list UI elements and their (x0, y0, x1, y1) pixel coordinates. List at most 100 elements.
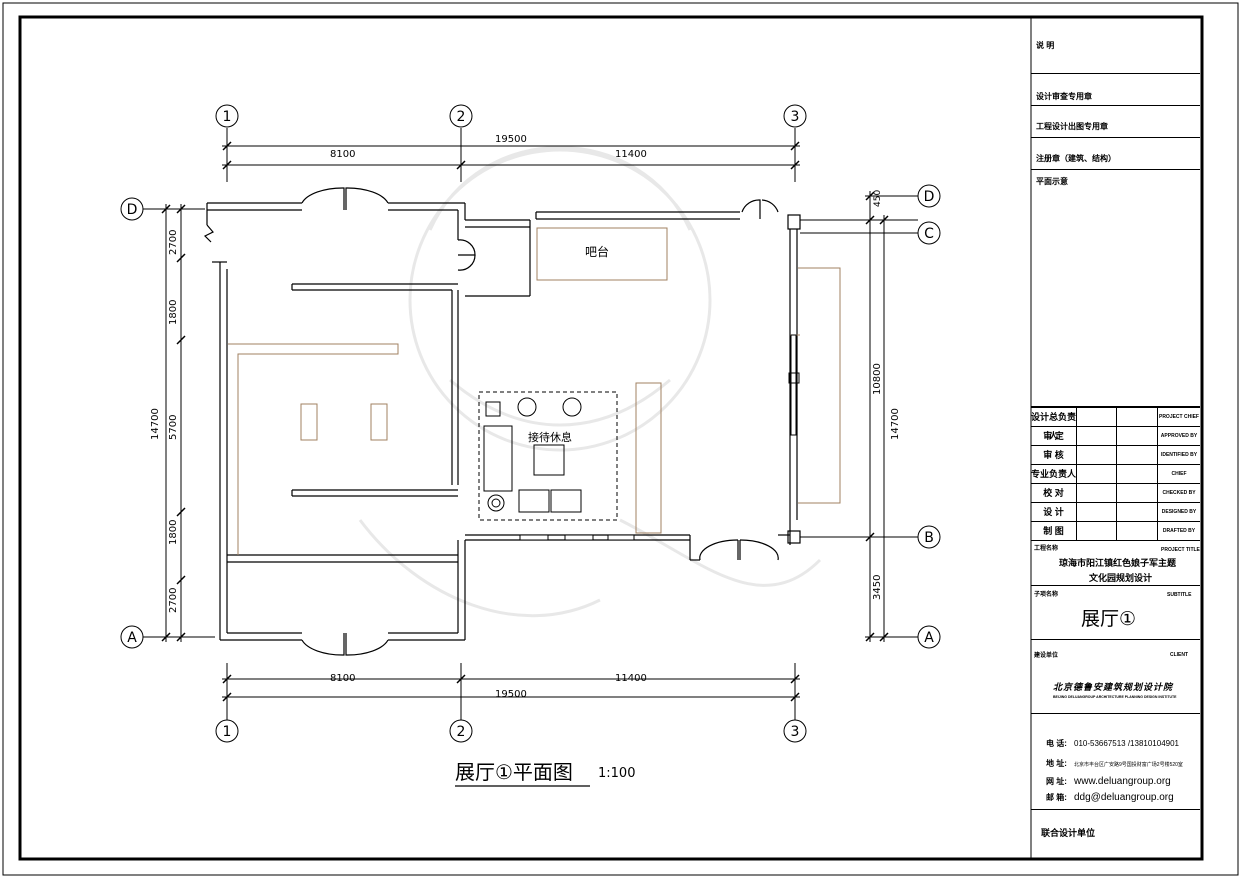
dim-bottom-seg1: 8100 (330, 673, 355, 684)
signoff-role-en: DESIGNED BY (1161, 509, 1197, 515)
east-display-panel (788, 334, 800, 436)
signoff-role: 专业负责人 (1031, 465, 1077, 484)
signoff-row: 设 计 DESIGNED BY (1031, 503, 1200, 522)
grid-row-right-C: C (924, 226, 934, 242)
dim-left-seg1: 2700 (168, 230, 179, 255)
signoff-signature-cell (1117, 408, 1158, 427)
dim-bottom-seg2: 11400 (615, 673, 647, 684)
dim-right-total: 14700 (890, 408, 901, 440)
project-label-en: PROJECT TITLE (1161, 547, 1200, 553)
dim-top-seg1: 8100 (330, 149, 355, 160)
contact-address: 地 址:北京市丰台区广安路9号国投财富广场2号楼520室 (1046, 759, 1183, 768)
signoff-role: 审 定 (1031, 427, 1077, 446)
dim-tick (456, 160, 466, 170)
dim-tick (222, 160, 232, 170)
signoff-role-en: DRAFTED BY (1162, 528, 1196, 534)
signoff-role: 设 计 (1031, 503, 1077, 522)
signoff-signature-cell (1117, 446, 1158, 465)
project-name-line1: 琼海市阳江镇红色娘子军主题 (1059, 558, 1177, 568)
signoff-row: 专业负责人 CHIEF (1031, 465, 1200, 484)
dim-tick (222, 692, 232, 702)
grid-col-bottom-1: 1 (223, 724, 232, 740)
dim-right-top: 450 (873, 190, 883, 207)
dimension-lines (161, 141, 889, 702)
dim-tick (176, 335, 186, 345)
signoff-row: 设计总负责人 PROJECT CHIEF (1031, 408, 1200, 441)
signoff-role: 审 核 (1031, 446, 1077, 465)
signoff-role-en: CHIEF (1171, 471, 1187, 477)
signoff-signature-cell (1117, 427, 1158, 446)
grid-col-bottom-3: 3 (791, 724, 800, 740)
grid-col-top-3: 3 (791, 109, 800, 125)
signoff-name-cell (1077, 484, 1117, 503)
dim-left-seg2: 1800 (168, 300, 179, 325)
tb-review-seal: 设计审查专用章 (1031, 74, 1200, 106)
contact-phone: 电 话:010-53667513 /13810104901 (1046, 739, 1179, 748)
dim-tick (790, 141, 800, 151)
grid-axes (120, 104, 941, 743)
tb-project: 工程名称 PROJECT TITLE 琼海市阳江镇红色娘子军主题 文化园规划设计 (1031, 540, 1200, 586)
signoff-role-en: CHECKED BY (1162, 490, 1196, 496)
dim-tick (790, 160, 800, 170)
signoff-name-cell (1077, 522, 1117, 541)
grid-row-left-A: A (127, 630, 137, 646)
dim-tick (865, 632, 875, 642)
signoff-role-en: PROJECT CHIEF (1158, 414, 1199, 420)
subtitle-label-en: SUBTITLE (1167, 592, 1192, 598)
dim-tick (222, 141, 232, 151)
signoff-name-cell (1077, 427, 1117, 446)
windows (519, 534, 635, 541)
signoff-signature-cell (1117, 503, 1158, 522)
grid-col-bottom-2: 2 (457, 724, 466, 740)
dim-left-seg3: 5700 (168, 415, 179, 440)
signoff-row: 审 核 IDENTIFIED BY (1031, 446, 1200, 465)
signoff-name-cell (1077, 465, 1117, 484)
dim-left-seg5: 2700 (168, 588, 179, 613)
dim-tick (161, 204, 171, 214)
grid-row-right-B: B (924, 530, 934, 546)
dim-tick (865, 215, 875, 225)
signoff-signature-cell (1117, 465, 1158, 484)
tb-out-seal: 工程设计出图专用章 (1031, 106, 1200, 138)
client-label: 建设单位 (1034, 653, 1059, 659)
drawing-scale: 1:100 (598, 766, 635, 781)
dim-tick (865, 532, 875, 542)
signoff-name-cell (1077, 446, 1117, 465)
signoff-row: 校 对 CHECKED BY (1031, 484, 1200, 503)
dim-tick (456, 674, 466, 684)
contact-email: 邮 箱:ddg@deluangroup.org (1046, 792, 1174, 803)
grid-col-top-1: 1 (223, 109, 232, 125)
tb-notes: 说 明 (1031, 20, 1200, 74)
exhibit-panels (228, 227, 841, 555)
doors (203, 187, 779, 656)
signoff-role: 设计总负责人 (1031, 408, 1077, 441)
signoff-signature-cell (1117, 484, 1158, 503)
subtitle-label: 子项名称 (1034, 592, 1059, 598)
dim-top-total: 19500 (495, 134, 527, 145)
dim-tick (879, 215, 889, 225)
dim-right-mid: 10800 (872, 363, 883, 395)
drawing-frame (18, 15, 1204, 861)
tb-client: 建设单位 CLIENT 北京德鲁安建筑规划设计院 BEIJING DELUANG… (1031, 640, 1200, 714)
dim-tick (790, 674, 800, 684)
signoff-role: 校 对 (1031, 484, 1077, 503)
signoff-role-en: IDENTIFIED BY (1160, 452, 1198, 458)
dim-left-total: 14700 (150, 408, 161, 440)
grid-col-top-2: 2 (457, 109, 466, 125)
dim-tick (790, 692, 800, 702)
dim-tick (176, 204, 186, 214)
watermark-logo (358, 146, 822, 618)
walls (206, 202, 801, 641)
tb-plan-sketch: 平面示意 (1031, 170, 1200, 407)
dim-tick (865, 191, 875, 201)
dim-tick (222, 674, 232, 684)
grid-row-right-A: A (924, 630, 934, 646)
signoff-name-cell (1077, 408, 1117, 427)
client-label-en: CLIENT (1170, 652, 1189, 658)
signoff-name-cell (1077, 503, 1117, 522)
project-label: 工程名称 (1034, 546, 1059, 552)
dim-tick (176, 632, 186, 642)
